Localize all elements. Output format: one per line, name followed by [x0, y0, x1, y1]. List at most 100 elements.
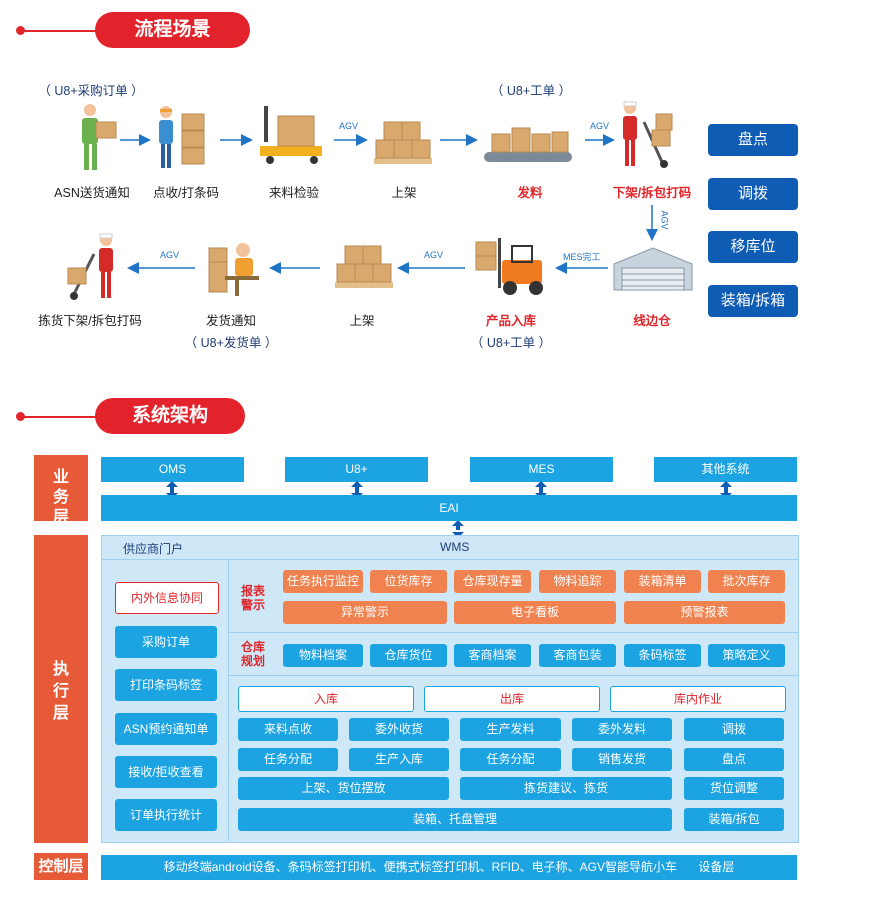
left-item-purchase-order: 采购订单 [115, 626, 217, 658]
report-warehouse-stock: 仓库现存量 [454, 570, 531, 593]
report-location-inventory: 位货库存 [370, 570, 447, 593]
report-task-monitor: 任务执行监控 [283, 570, 363, 593]
wms-divider [229, 675, 799, 676]
note-u8-work-bottom: （ U8+工单 ） [470, 336, 552, 350]
warehouse-planning-label: 仓库规划 [240, 640, 265, 668]
pallet-jack-icon [260, 106, 322, 164]
report-dashboard: 电子看板 [454, 601, 616, 624]
wms-divider [229, 632, 799, 633]
control-suffix: 设备层 [698, 860, 735, 874]
ops-task-assign: 任务分配 [238, 748, 338, 771]
node-shelving: 上架 [349, 314, 375, 328]
plan-warehouse-location: 仓库货位 [370, 644, 447, 667]
left-item-receive-reject: 接收/拒收查看 [115, 756, 217, 788]
layer-execution: 执行层 [34, 535, 88, 843]
control-devices-text: 移动终端android设备、条码标签打印机、便携式标签打印机、RFID、电子称、… [163, 860, 677, 874]
control-bar: 移动终端android设备、条码标签打印机、便携式标签打印机、RFID、电子称、… [101, 855, 797, 880]
desk-operator-icon [208, 243, 259, 296]
ops-transfer: 调拨 [684, 718, 784, 741]
node-pick-unshelve: 拣货下架/拆包打码 [38, 314, 142, 328]
header-line [20, 416, 110, 418]
section-title-flow: 流程场景 [95, 12, 250, 48]
handtruck-worker-icon [623, 101, 673, 168]
system-mes: MES [470, 457, 613, 482]
ops-location-adjust: 货位调整 [684, 777, 784, 800]
node-issue-material: 发料 [517, 186, 543, 200]
left-item-asn-notice: ASN预约通知单 [115, 713, 217, 745]
report-exception-alert: 异常警示 [283, 601, 447, 624]
forklift-icon [475, 238, 543, 295]
layer-business: 业务层 [34, 455, 88, 526]
node-line-side-warehouse: 线边仓 [633, 314, 671, 328]
system-oms: OMS [101, 457, 244, 482]
scanner-worker-icon [159, 106, 205, 168]
ops-packing-pallet: 装箱、托盘管理 [238, 808, 672, 831]
layer-business-label: 业务层 [52, 469, 69, 526]
boxes-on-pallet-icon [374, 121, 432, 164]
wms-title: WMS [440, 540, 470, 554]
ops-production-issue: 生产发料 [460, 718, 561, 741]
ops-header-inbound: 入库 [238, 686, 414, 712]
side-button-pack-unpack: 装箱/拆箱 [708, 285, 798, 317]
worker-icon [82, 104, 117, 170]
wms-divider-vertical [228, 559, 229, 841]
arrow-label-agv: AGV [424, 250, 444, 260]
ops-sales-shipment: 销售发货 [572, 748, 672, 771]
node-asn-notice: ASN送货通知 [54, 186, 130, 200]
ops-incoming-count: 来料点收 [238, 718, 338, 741]
section-title-architecture: 系统架构 [95, 398, 245, 434]
warehouse-icon [613, 247, 693, 291]
ops-shelving-placement: 上架、货位摆放 [238, 777, 449, 800]
node-ship-notice: 发货通知 [205, 314, 257, 328]
report-material-trace: 物料追踪 [539, 570, 616, 593]
conveyor-icon [484, 127, 572, 162]
arrow-label-agv: AGV [590, 121, 610, 131]
eai-bar: EAI [101, 495, 797, 521]
plan-partner-packaging: 客商包装 [539, 644, 616, 667]
left-item-info-sync: 内外信息协同 [115, 582, 219, 614]
boxes-on-pallet-icon [335, 245, 393, 288]
node-receive-barcode: 点收/打条码 [153, 186, 219, 200]
node-product-inbound: 产品入库 [485, 314, 537, 328]
arrow-label-agv: AGV [339, 121, 359, 131]
node-shelving: 上架 [391, 186, 417, 200]
node-incoming-inspection: 来料检验 [268, 186, 320, 200]
report-warning-label: 报表警示 [240, 584, 265, 612]
left-item-print-barcode: 打印条码标签 [115, 669, 217, 701]
note-u8-ship: （ U8+发货单 ） [184, 336, 278, 350]
layer-execution-label: 执行层 [52, 661, 69, 722]
ops-production-inbound: 生产入库 [349, 748, 449, 771]
side-button-move-location: 移库位 [708, 231, 798, 263]
note-u8-work-top: （ U8+工单 ） [490, 84, 572, 98]
plan-material-file: 物料档案 [283, 644, 363, 667]
report-batch-inventory: 批次库存 [708, 570, 785, 593]
ops-outsourced-receive: 委外收货 [349, 718, 449, 741]
report-early-warning: 预警报表 [624, 601, 785, 624]
plan-partner-file: 客商档案 [454, 644, 531, 667]
ops-stocktake: 盘点 [684, 748, 784, 771]
side-button-stocktake: 盘点 [708, 124, 798, 156]
arrow-label-agv: AGV [160, 250, 180, 260]
side-button-transfer: 调拨 [708, 178, 798, 210]
ops-task-assign: 任务分配 [460, 748, 561, 771]
left-item-order-stats: 订单执行统计 [115, 799, 217, 831]
ops-picking: 拣货建议、拣货 [460, 777, 672, 800]
node-unshelve-unpack: 下架/拆包打码 [612, 186, 692, 200]
system-u8: U8+ [285, 457, 428, 482]
system-other: 其他系统 [654, 457, 797, 482]
wms-divider [101, 559, 799, 560]
arrow-label-mes: MES完工 [563, 252, 601, 262]
report-packing-list: 装箱清单 [624, 570, 701, 593]
handtruck-worker-icon [67, 233, 113, 300]
ops-header-internal: 库内作业 [610, 686, 786, 712]
ops-pack-unpack: 装箱/拆包 [684, 808, 784, 831]
plan-barcode-label: 条码标签 [624, 644, 701, 667]
note-u8-order: （ U8+采购订单 ） [38, 84, 144, 98]
ops-outsourced-issue: 委外发料 [572, 718, 672, 741]
header-line [20, 30, 110, 32]
layer-control: 控制层 [34, 853, 88, 880]
ops-header-outbound: 出库 [424, 686, 600, 712]
plan-strategy-definition: 策略定义 [708, 644, 785, 667]
